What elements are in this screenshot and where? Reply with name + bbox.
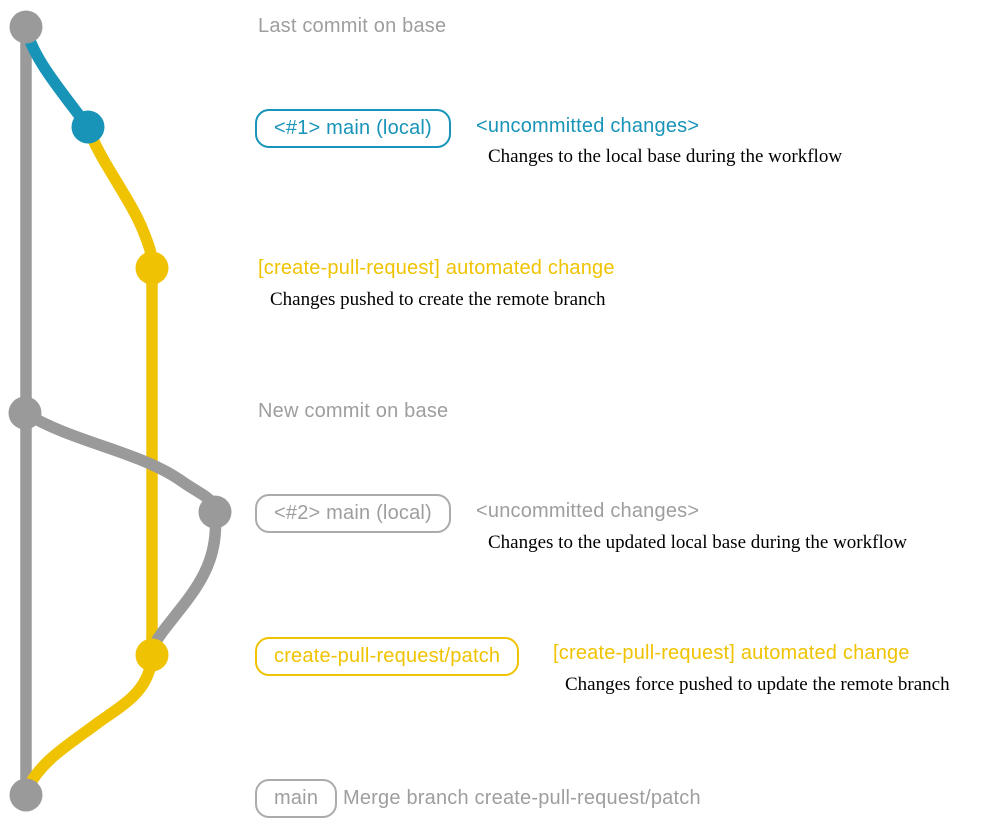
updated-local-branch-line-out bbox=[19, 407, 221, 518]
caption-changes-force-pushed: Changes force pushed to update the remot… bbox=[565, 674, 950, 695]
commit-graph bbox=[8, 10, 232, 812]
status-uncommitted-changes-2: <uncommitted changes> bbox=[476, 500, 700, 522]
commit-node-local-main-1 bbox=[71, 110, 105, 144]
commit-message-merge-branch: Merge branch create-pull-request/patch bbox=[343, 787, 701, 809]
caption-local-base-changes: Changes to the local base during the wor… bbox=[488, 146, 843, 167]
branch-badge-create-pull-request-patch: create-pull-request/patch bbox=[255, 637, 520, 676]
caption-changes-pushed: Changes pushed to create the remote bran… bbox=[270, 289, 606, 310]
branch-badge-main-local-2: <#2> main (local) bbox=[255, 494, 451, 533]
local-main-branch-line bbox=[20, 20, 94, 133]
commit-node-local-main-2 bbox=[198, 495, 232, 529]
commit-node-automated-change-2 bbox=[135, 638, 169, 672]
label-last-commit-on-base: Last commit on base bbox=[258, 15, 447, 37]
commit-node-automated-change-1 bbox=[135, 251, 169, 285]
label-new-commit-on-base: New commit on base bbox=[258, 400, 449, 422]
branch-badge-main: main bbox=[255, 779, 338, 818]
branch-badge-main-local-1: <#1> main (local) bbox=[255, 109, 451, 148]
status-uncommitted-changes-1: <uncommitted changes> bbox=[476, 115, 700, 137]
updated-local-branch-line-in bbox=[146, 506, 222, 661]
caption-updated-local-base-changes: Changes to the updated local base during… bbox=[488, 532, 907, 553]
commit-message-automated-change-2: [create-pull-request] automated change bbox=[553, 642, 910, 664]
commit-node-merge bbox=[9, 778, 43, 812]
commit-node-new-base bbox=[8, 396, 42, 430]
commit-node-last-base bbox=[9, 10, 43, 44]
commit-message-automated-change-1: [create-pull-request] automated change bbox=[258, 257, 615, 279]
